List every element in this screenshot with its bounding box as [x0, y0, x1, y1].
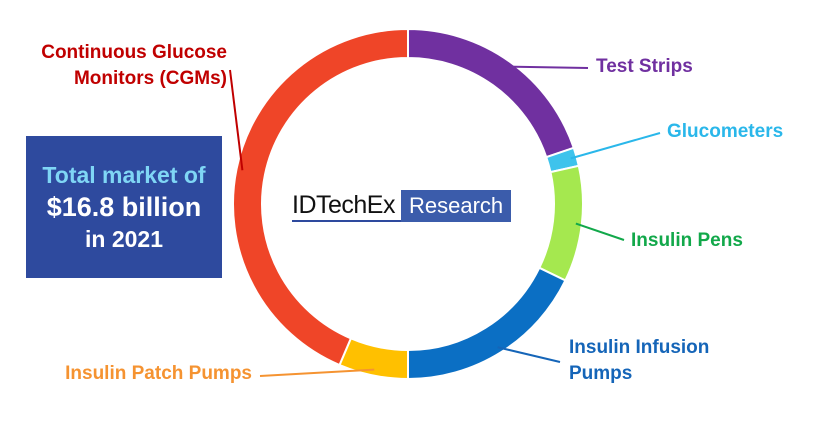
total-market-box: Total market of $16.8 billion in 2021	[26, 136, 222, 278]
label-glucometers: Glucometers	[667, 121, 783, 142]
leader-line-1	[570, 132, 661, 160]
total-market-value: $16.8 billion	[46, 192, 202, 222]
logo-tag: Research	[400, 190, 512, 222]
idtechex-logo: IDTechEx Research	[292, 190, 512, 222]
slice-insulin-infusion-pumps	[407, 266, 567, 381]
leader-line-2	[575, 222, 625, 241]
logo-brand: IDTechEx	[292, 190, 401, 222]
slice-test-strips	[407, 27, 576, 159]
leader-line-5	[229, 69, 244, 171]
leader-line-3	[497, 346, 561, 363]
leader-line-0	[506, 65, 589, 69]
label-insulin-patch-pumps: Insulin Patch Pumps	[65, 363, 252, 384]
slice-continuous-glucose-monitors-cgms	[232, 27, 409, 367]
label-insulin-pens: Insulin Pens	[631, 230, 743, 251]
total-market-year: in 2021	[85, 226, 163, 252]
slice-insulin-patch-pumps	[338, 337, 409, 381]
leader-line-4	[259, 368, 375, 377]
label-test-strips: Test Strips	[596, 56, 693, 77]
total-market-line1: Total market of	[42, 162, 206, 188]
